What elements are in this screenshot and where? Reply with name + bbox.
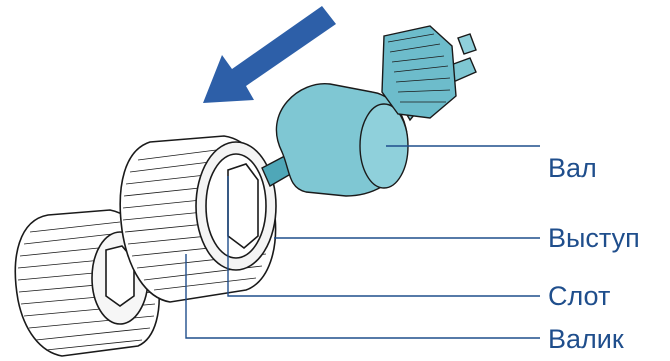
label-shaft: Вал [548,153,597,183]
label-tab: Выступ [548,223,640,253]
label-slot: Слот [548,281,610,311]
roller-front-tire [120,136,276,302]
label-roller: Валик [548,324,624,354]
